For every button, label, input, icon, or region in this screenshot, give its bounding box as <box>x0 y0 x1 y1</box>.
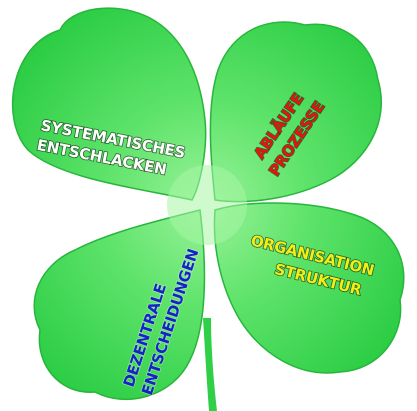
clover-leaf-top-right <box>209 21 382 203</box>
leaf-label-systematisches-entschlacken: SYSTEMATISCHES ENTSCHLACKEN <box>35 116 191 182</box>
clover-center-highlight <box>167 165 247 245</box>
clover-leaf-bottom-right <box>213 202 405 374</box>
clover-leaf-bottom-left <box>33 209 206 401</box>
clover-leaf-top-left <box>11 7 207 201</box>
clover-stem <box>203 318 217 411</box>
